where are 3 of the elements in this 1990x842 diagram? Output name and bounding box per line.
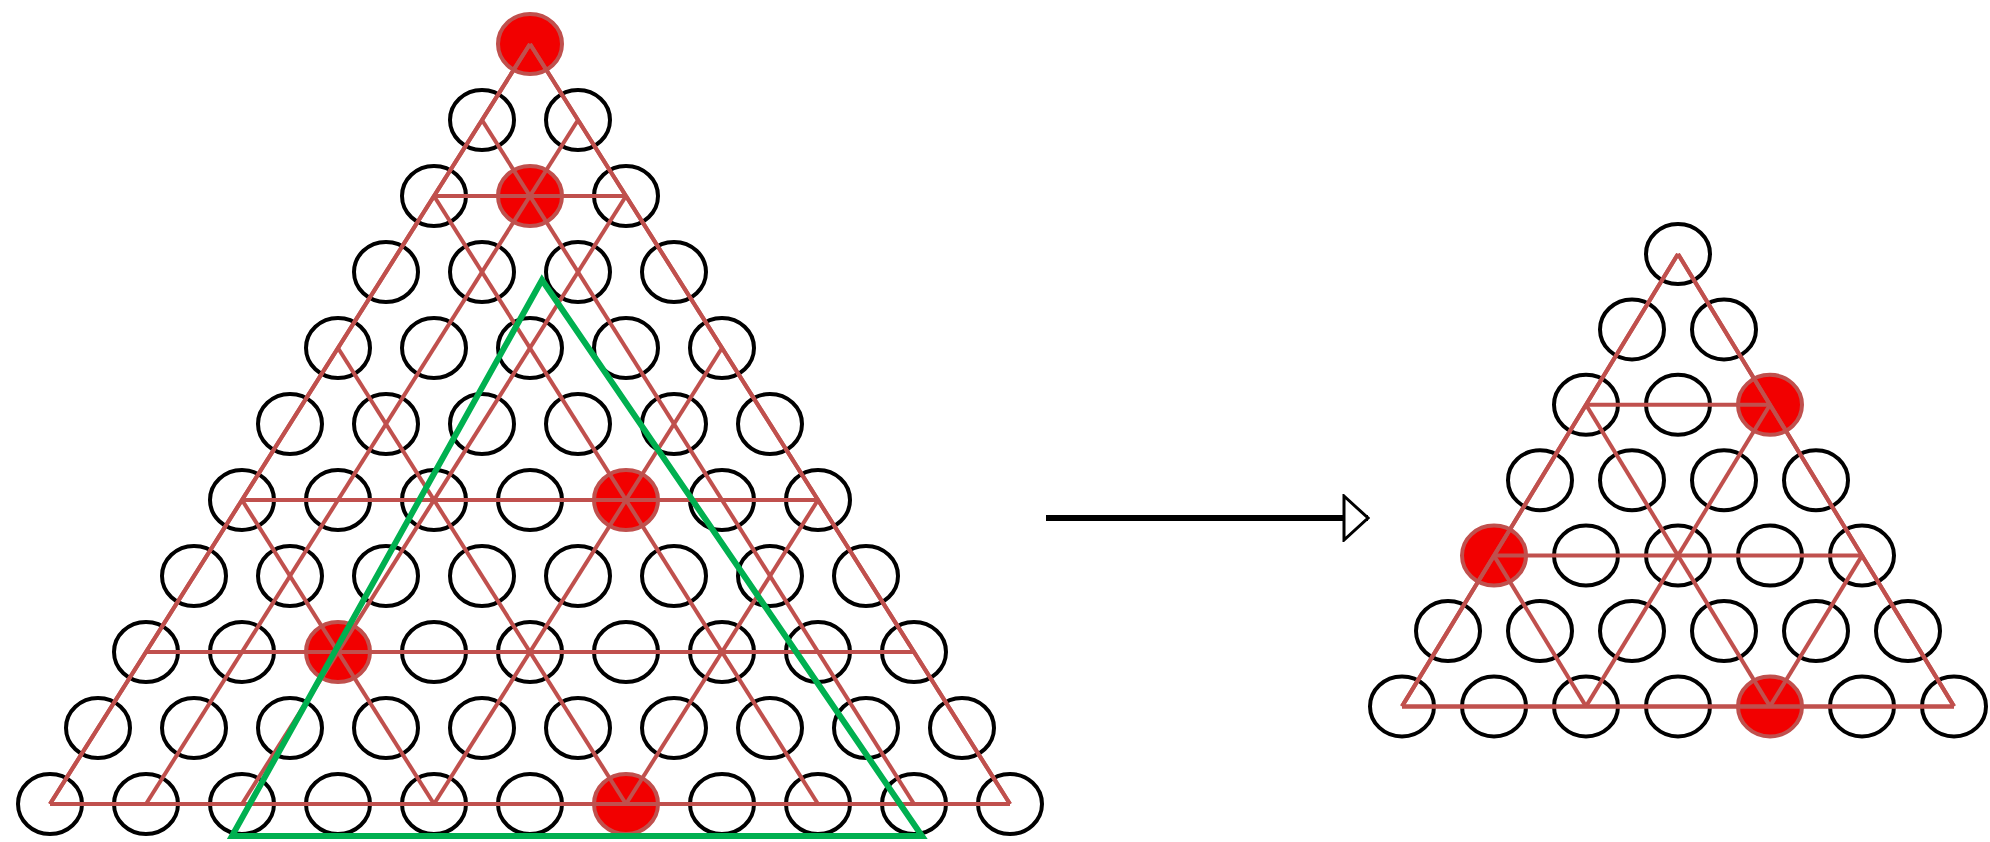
circle-lattice-drawing (1368, 222, 1988, 740)
arrow (1046, 494, 1370, 542)
circle-lattice-drawing (16, 12, 1046, 840)
